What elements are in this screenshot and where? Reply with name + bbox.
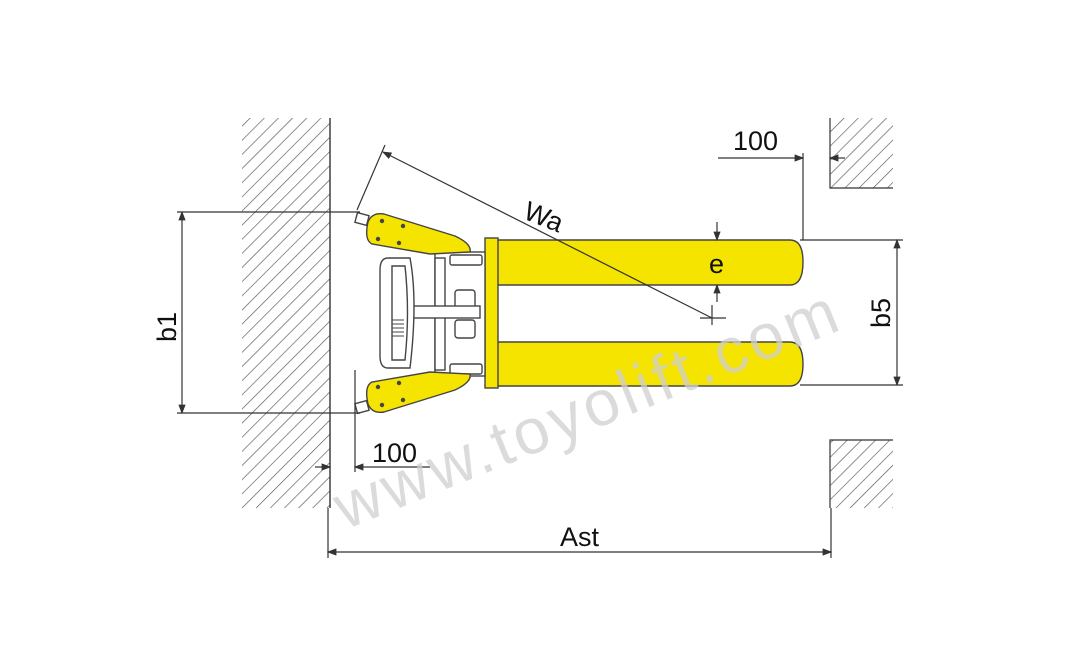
- upper-arm: [365, 212, 471, 255]
- top-clearance-label: 100: [733, 126, 778, 156]
- top-clearance-dimension: [718, 153, 845, 240]
- fork-carriage: [484, 237, 499, 389]
- b5-dimension: [800, 238, 903, 387]
- lower-arm: [365, 371, 471, 414]
- e-label: e: [709, 249, 724, 279]
- lower-fork: [496, 341, 804, 387]
- left-wall: [242, 118, 331, 508]
- ast-dimension: [326, 508, 833, 558]
- right-lower-wall: [829, 439, 893, 508]
- bottom-clearance-dimension: [315, 370, 430, 472]
- wa-label: Wa: [520, 196, 569, 239]
- b1-dimension: [177, 210, 360, 415]
- b5-label: b5: [866, 298, 896, 328]
- wa-dimension: [356, 144, 726, 325]
- right-upper-wall: [829, 118, 893, 189]
- upper-fork: [496, 239, 804, 286]
- pallet-truck: [354, 211, 804, 415]
- b1-label: b1: [152, 312, 182, 342]
- bottom-clearance-label: 100: [372, 438, 417, 468]
- ast-label: Ast: [560, 522, 600, 552]
